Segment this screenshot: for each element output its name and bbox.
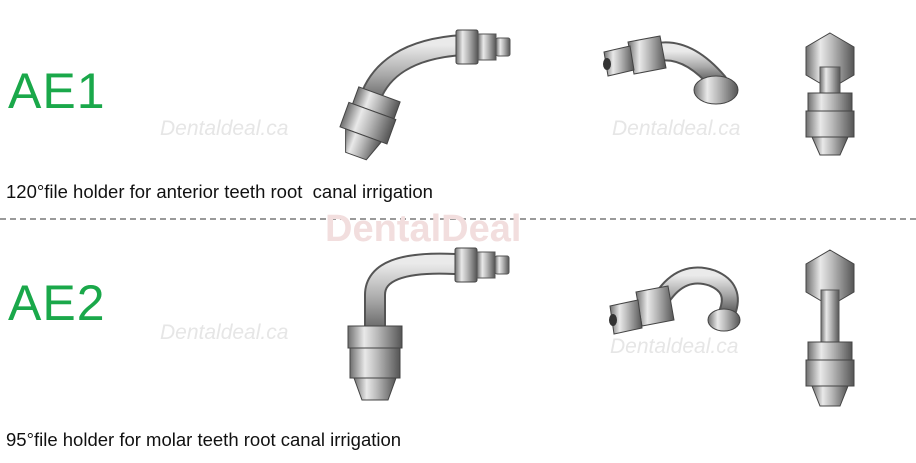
- ae1-file-holder-perspective-image: [603, 35, 739, 105]
- watermark-small: Dentaldeal.ca: [612, 117, 741, 140]
- ae2-file-holder-side-image: [347, 247, 510, 401]
- ae1-file-holder-side-image: [339, 29, 511, 161]
- watermark-small: Dentaldeal.ca: [160, 321, 289, 344]
- watermark-small: Dentaldeal.ca: [610, 335, 739, 358]
- section-divider: [0, 218, 916, 220]
- ae1-file-holder-front-image: [805, 32, 855, 156]
- ae2-file-holder-front-image: [805, 249, 855, 407]
- model-description-ae1: 120°file holder for anterior teeth root …: [6, 181, 433, 202]
- model-code-ae1: AE1: [8, 63, 106, 119]
- watermark-large: DentalDeal: [325, 208, 522, 250]
- watermark-small: Dentaldeal.ca: [160, 117, 289, 140]
- model-description-ae2: 95°file holder for molar teeth root cana…: [6, 429, 402, 450]
- ae2-file-holder-perspective-image: [609, 266, 741, 335]
- model-code-ae2: AE2: [8, 275, 106, 331]
